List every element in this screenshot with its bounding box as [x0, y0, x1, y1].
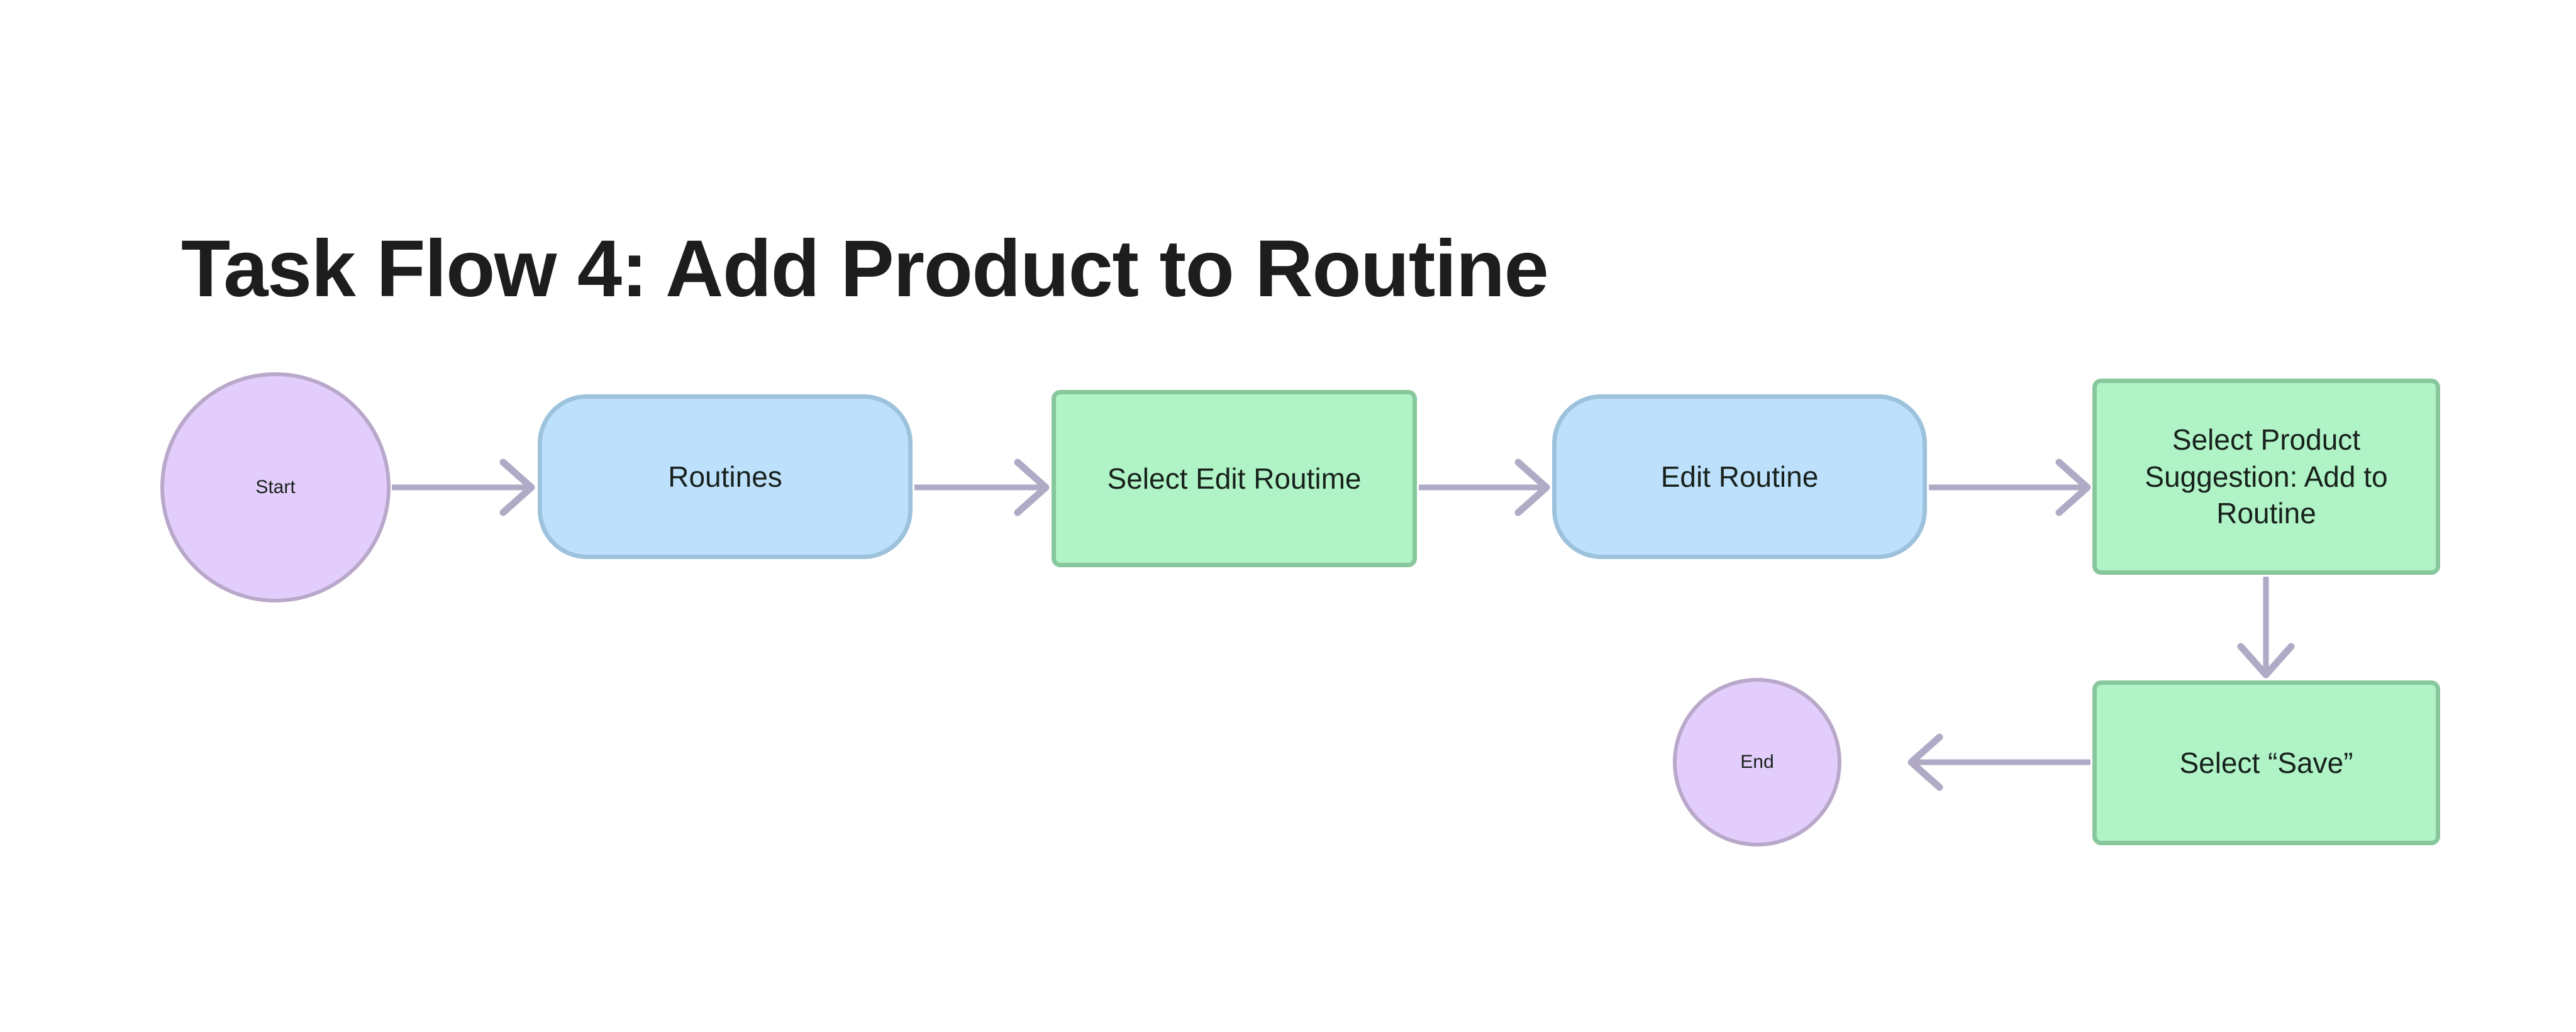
node-routines[interactable]: Routines [538, 394, 913, 559]
node-select-product-suggestion-label: Select Product Suggestion: Add to Routin… [2145, 423, 2388, 530]
edge-suggestion-to-save [2237, 577, 2295, 679]
node-select-save-label: Select “Save” [2179, 746, 2353, 779]
node-start[interactable]: Start [160, 372, 391, 602]
node-select-save[interactable]: Select “Save” [2092, 680, 2440, 845]
node-select-edit-routime-label: Select Edit Routime [1107, 462, 1362, 495]
node-select-edit-routime[interactable]: Select Edit Routime [1052, 390, 1417, 567]
node-edit-routine[interactable]: Edit Routine [1552, 394, 1927, 559]
node-edit-routine-label: Edit Routine [1660, 460, 1819, 493]
edge-select-edit-routime-to-edit-routine [1419, 458, 1550, 516]
edge-start-to-routines [392, 458, 535, 516]
node-routines-label: Routines [668, 460, 782, 493]
node-end-label: End [1740, 751, 1774, 772]
node-select-product-suggestion[interactable]: Select Product Suggestion: Add to Routin… [2092, 379, 2440, 575]
page-title: Task Flow 4: Add Product to Routine [181, 223, 1549, 314]
edge-save-to-end [1907, 733, 2090, 791]
node-start-label: Start [255, 476, 296, 497]
node-end[interactable]: End [1673, 678, 1841, 846]
edge-routines-to-select-edit-routime [914, 458, 1050, 516]
edge-edit-routine-to-suggestion [1929, 458, 2091, 516]
